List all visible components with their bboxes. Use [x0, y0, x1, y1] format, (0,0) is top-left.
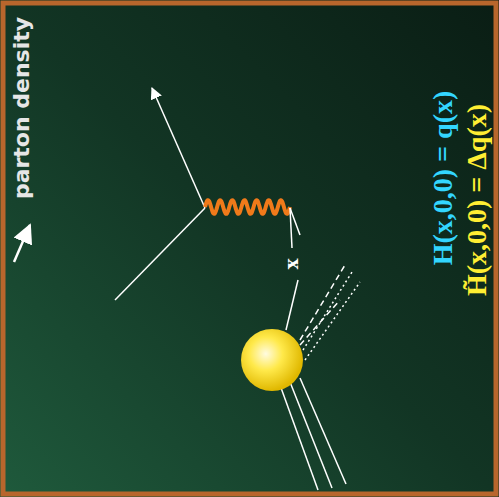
- photon-line: [205, 200, 290, 214]
- pointer-arrow: [14, 225, 30, 262]
- formula: H̃(x,0,0) = Δq(x): [463, 104, 491, 296]
- jet-line: [303, 272, 352, 350]
- nucleon-blob: [241, 329, 303, 391]
- remnant-line: [300, 378, 346, 484]
- lepton-in: [115, 208, 205, 300]
- formula: H(x,0,0) = q(x): [429, 91, 457, 266]
- label-text: parton density: [11, 17, 33, 199]
- jet-line: [300, 300, 340, 345]
- frame: [3, 3, 496, 494]
- jet-line: [300, 265, 345, 340]
- remnant-line: [290, 382, 332, 488]
- quark-line: [290, 208, 300, 235]
- variable-label: x: [283, 259, 301, 270]
- lepton-out: [152, 88, 205, 208]
- jet-line: [305, 282, 360, 360]
- quark-line: [286, 280, 298, 330]
